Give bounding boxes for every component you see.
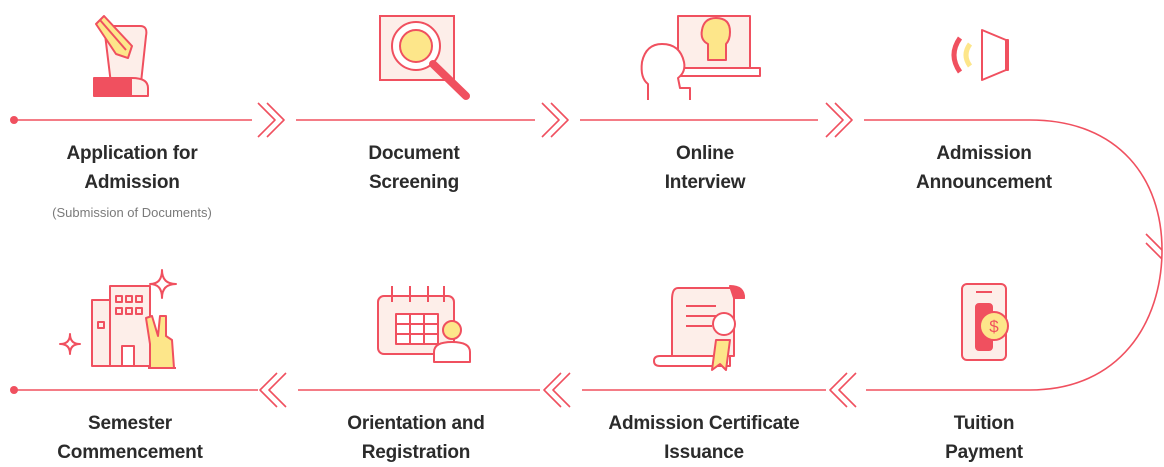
speaker-icon: [951, 29, 1009, 81]
chevron-right-icon: [257, 102, 285, 138]
chevron-left-icon: [259, 372, 287, 408]
chevron-down-icon: [1145, 233, 1163, 260]
video-interview-icon: [640, 15, 761, 100]
calendar-person-icon: [377, 286, 471, 363]
end-dot: [10, 386, 18, 394]
start-dot: [10, 116, 18, 124]
svg-text:$: $: [989, 317, 999, 336]
chevron-left-icon: [543, 372, 571, 408]
chevron-right-icon: [541, 102, 569, 138]
pencil-paper-icon: [93, 15, 149, 97]
chevron-right-icon: [825, 102, 853, 138]
step-sub-application: (Submission of Documents): [52, 205, 212, 220]
chevron-left-icon: [829, 372, 857, 408]
building-victory-icon: [59, 269, 177, 369]
certificate-icon: [653, 285, 745, 371]
mobile-payment-icon: $: [961, 283, 1009, 361]
magnifier-document-icon: [379, 15, 470, 100]
